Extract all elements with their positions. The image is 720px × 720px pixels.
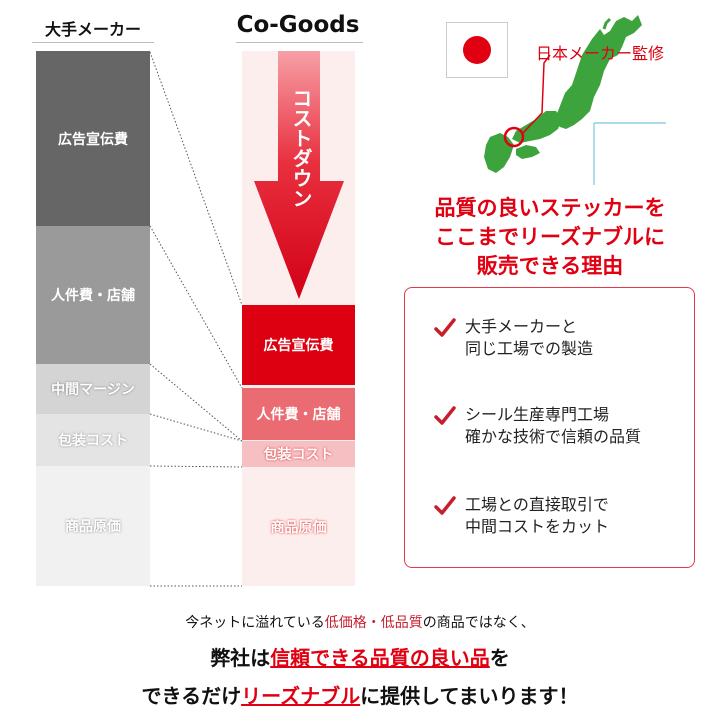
maker-labor-label: 人件費・店舗 <box>51 288 135 304</box>
cogoods-packaging-segment: 包装コスト <box>242 441 355 467</box>
cogoods-product-segment: 商品原価 <box>242 467 355 586</box>
check-icon <box>434 318 456 337</box>
maker-labor-segment: 人件費・店舗 <box>36 226 150 364</box>
flag-sun-icon <box>463 36 491 64</box>
reason-item: シール生産専門工場 確かな技術で信頼の品質 <box>433 404 641 448</box>
reason-3-line-2: 中間コストをカット <box>465 517 610 536</box>
cogoods-labor-label: 人件費・店舗 <box>256 407 341 423</box>
cogoods-ad-label: 広告宣伝費 <box>263 338 334 354</box>
reason-3-line-1: 工場との直接取引で <box>465 495 609 514</box>
maker-packaging-segment: 包装コスト <box>36 414 150 466</box>
reason-1-line-1: 大手メーカーと <box>465 317 578 336</box>
reason-2-line-1: シール生産専門工場 <box>465 405 610 424</box>
bottom-line-3-c: に提供してまいります！ <box>360 684 579 708</box>
reason-2-line-2: 確かな技術で信頼の品質 <box>465 427 642 446</box>
check-icon <box>434 406 456 425</box>
reasons-box: 大手メーカーと 同じ工場での製造 シール生産専門工場 確かな技術で信頼の品質 工… <box>404 287 695 568</box>
headline-line-3: 販売できる理由 <box>476 254 624 278</box>
headline-line-2: ここまでリーズナブルに <box>435 225 665 249</box>
check-icon <box>434 496 456 515</box>
japan-map-icon <box>484 15 666 185</box>
bottom-line-1-a: 今ネットに溢れている <box>185 615 325 631</box>
maker-product-label: 商品原価 <box>65 519 121 535</box>
maker-column-header: 大手メーカー <box>44 20 141 39</box>
bottom-line-3: できるだけリーズナブルに提供してまいります！ <box>0 680 720 709</box>
cogoods-packaging-label: 包装コスト <box>263 447 334 463</box>
maker-margin-label: 中間マージン <box>51 382 135 398</box>
maker-packaging-label: 包装コスト <box>58 433 128 449</box>
bottom-line-1-b: 低価格・低品質 <box>324 615 423 631</box>
cogoods-product-label: 商品原価 <box>270 519 327 536</box>
reason-1-line-2: 同じ工場での製造 <box>465 339 594 358</box>
bottom-line-1-c: の商品ではなく、 <box>422 615 535 631</box>
maker-margin-segment: 中間マージン <box>36 364 150 414</box>
cogoods-labor-segment: 人件費・店舗 <box>242 388 355 440</box>
cost-down-arrow <box>254 51 344 299</box>
headline-line-1: 品質の良いステッカーを <box>434 196 666 220</box>
maker-header-underline <box>32 42 154 43</box>
reason-item: 大手メーカーと 同じ工場での製造 <box>433 316 593 360</box>
reason-item: 工場との直接取引で 中間コストをカット <box>433 494 609 538</box>
bottom-line-2-b: 信頼できる品質の良い品 <box>270 646 490 670</box>
map-label: 日本メーカー監修 <box>536 44 665 63</box>
maker-ad-label: 広告宣伝費 <box>58 131 128 148</box>
bottom-line-2-a: 弊社は <box>210 646 271 670</box>
bottom-line-3-a: できるだけ <box>141 684 242 708</box>
bottom-line-3-b: リーズナブル <box>241 684 361 708</box>
cogoods-column-header: Co-Goods <box>236 12 360 38</box>
bottom-line-2: 弊社は信頼できる品質の良い品を <box>0 642 720 671</box>
japan-flag <box>446 22 508 78</box>
cost-down-text: コストダウン <box>289 88 313 208</box>
bottom-line-1: 今ネットに溢れている低価格・低品質の商品ではなく、 <box>0 612 720 632</box>
maker-product-segment: 商品原価 <box>36 466 150 586</box>
cogoods-ad-segment: 広告宣伝費 <box>242 305 355 385</box>
cogoods-header-underline <box>236 42 363 43</box>
bottom-line-2-c: を <box>489 646 510 670</box>
maker-ad-segment: 広告宣伝費 <box>36 51 150 226</box>
